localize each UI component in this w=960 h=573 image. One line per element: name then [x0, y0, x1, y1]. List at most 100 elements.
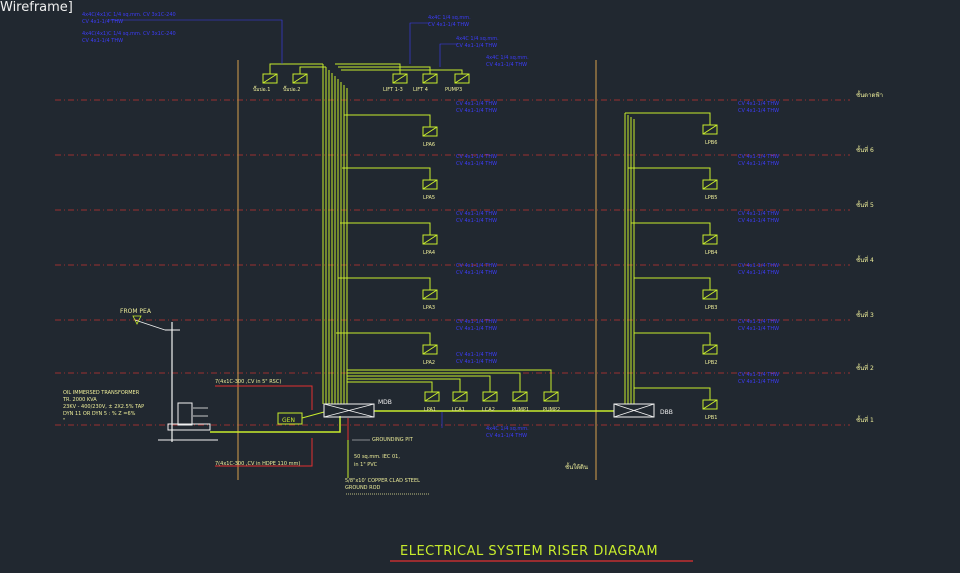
- panel-box: [422, 344, 438, 355]
- lpb-label: LPB5: [705, 195, 717, 201]
- floor-label: ชั้นที่ 1: [856, 414, 874, 424]
- roof-load-label: ปั๊มบ่อ.2: [283, 85, 300, 93]
- lpb-feeder: [628, 167, 711, 180]
- panel-diagonal: [512, 391, 528, 402]
- grounding-pit-label: GROUNDING PIT: [372, 437, 414, 443]
- panel-box: [424, 391, 440, 402]
- ground-floor-label: ชั้นใต้ดิน: [565, 461, 588, 471]
- feeder-note: CV 4x1-1/4 THW: [456, 263, 497, 269]
- lpa-label: LPA2: [423, 360, 435, 366]
- lpb-feeder: [631, 222, 711, 235]
- ground-load-label: PUMP2: [543, 407, 560, 413]
- feeder-note: CV 4x1-1/4 THW: [738, 263, 779, 269]
- cable-lower-label: 7(4x1C-300 ,CV in HDPE 110 mm): [215, 461, 300, 467]
- lpb-label: LPB2: [705, 360, 717, 366]
- labels: ชั้นดาดฟ้าชั้นที่ 6ชั้นที่ 5ชั้นที่ 4ชั้…: [62, 85, 883, 495]
- lpa-panel: [422, 289, 438, 300]
- lpb-label: LPB4: [705, 250, 717, 256]
- feeder-note-line2: CV 4x1-1/4 THW: [738, 326, 779, 332]
- lpa-feeder: [340, 222, 431, 235]
- lpa-label: LPA6: [423, 142, 435, 148]
- ground-load-label: LCA1: [452, 407, 465, 413]
- grounding-note: 50 sq.mm. IEC 01,: [354, 454, 400, 460]
- panel-box: [422, 73, 438, 84]
- grounding-note: GROUND ROD: [345, 485, 381, 491]
- lpb-label: LPB1: [705, 415, 717, 421]
- transformer-spec: OIL IMMERSED TRANSFORMER: [63, 390, 140, 396]
- panel-diagonal: [702, 234, 718, 245]
- feeder-note: CV 4x1-1/4 THW: [738, 154, 779, 160]
- ground-load-panel: [482, 391, 498, 402]
- grounding-note: in 1" PVC: [354, 462, 378, 468]
- ground-load-label: PUMP1: [512, 407, 529, 413]
- roof-feeder: [335, 63, 401, 74]
- panel-box: [702, 289, 718, 300]
- lpa-panel: [422, 344, 438, 355]
- ground-load-panel: [452, 391, 468, 402]
- roof-panel: [422, 73, 438, 84]
- feeder-note-line2: CV 4x1-1/4 THW: [738, 161, 779, 167]
- feeder-note-line2: CV 4x1-1/4 THW: [428, 22, 469, 28]
- panel-box: [702, 234, 718, 245]
- drawing-title: ELECTRICAL SYSTEM RISER DIAGRAM: [390, 544, 693, 562]
- feeder-note: 4x4C 1/4 sq.mm.: [456, 36, 499, 42]
- panel-diagonal: [422, 289, 438, 300]
- lpa-panel: [422, 234, 438, 245]
- feeder-note: CV 4x1-1/4 THW: [456, 101, 497, 107]
- panel-diagonal: [543, 391, 559, 402]
- note-leader: [439, 43, 458, 67]
- panel-diagonal: [482, 391, 498, 402]
- panel-box: [422, 289, 438, 300]
- ground-load-label: LCA2: [482, 407, 495, 413]
- transformer-symbol: [132, 315, 218, 442]
- lpb-label: LPB3: [705, 305, 717, 311]
- panel-diagonal: [702, 124, 718, 135]
- lpb-panel: [702, 399, 718, 410]
- dbb-box: [613, 403, 655, 418]
- lpa-panel: [422, 179, 438, 190]
- roof-panel: [454, 73, 470, 84]
- building-frame: [237, 60, 597, 480]
- feeder-wires: [210, 63, 711, 478]
- panel-box: [512, 391, 528, 402]
- feeder-note: CV 4x1-1/4 THW: [456, 154, 497, 160]
- feeder-note-line2: CV 4x1-1/4 THW: [486, 433, 527, 439]
- panel-box: [702, 179, 718, 190]
- roof-load-label: LIFT 4: [413, 87, 428, 93]
- panel-diagonal: [422, 344, 438, 355]
- feeder-note: 4x4C 1/4 sq.mm.: [486, 426, 529, 432]
- dbb-label: DBB: [660, 409, 673, 416]
- roof-load-label: PUMP3: [445, 87, 462, 93]
- panel-box: [482, 391, 498, 402]
- viewport-label[interactable]: Wireframe]: [0, 0, 73, 15]
- ground-feeder: [346, 369, 552, 392]
- lpb-label: LPB6: [705, 140, 717, 146]
- panel-box: [702, 344, 718, 355]
- floor-label: ชั้นดาดฟ้า: [856, 89, 883, 99]
- roof-load-label: ปั๊มบ่อ.1: [253, 85, 270, 93]
- feeder-note-line2: CV 4x1-1/4 THW: [456, 326, 497, 332]
- panel-box: [422, 234, 438, 245]
- ground-load-panel: [543, 391, 559, 402]
- panel-box: [262, 73, 278, 84]
- panel-diagonal: [422, 179, 438, 190]
- lpa-feeder: [336, 332, 431, 345]
- lpa-label: LPA5: [423, 195, 435, 201]
- mdb-box: [323, 403, 375, 418]
- drawing-title-text: ELECTRICAL SYSTEM RISER DIAGRAM: [400, 544, 658, 559]
- roof-feeder: [338, 66, 431, 74]
- lpb-feeder: [625, 112, 711, 125]
- pea-arrow: [132, 315, 142, 325]
- panel-box: [292, 73, 308, 84]
- panel-diagonal: [424, 391, 440, 402]
- roof-feeder: [269, 63, 323, 74]
- feeder-note-line2: CV 4x1-1/4 THW: [738, 379, 779, 385]
- lpb-panel: [702, 179, 718, 190]
- feeder-note-line2: CV 4x1-1/4 THW: [738, 270, 779, 276]
- feeder-note-line2: CV 4x1-1/4 THW: [456, 218, 497, 224]
- panel-box: [392, 73, 408, 84]
- panel-diagonal: [702, 179, 718, 190]
- generator-box: [277, 412, 303, 425]
- feeder-note: CV 4x1-1/4 THW: [738, 319, 779, 325]
